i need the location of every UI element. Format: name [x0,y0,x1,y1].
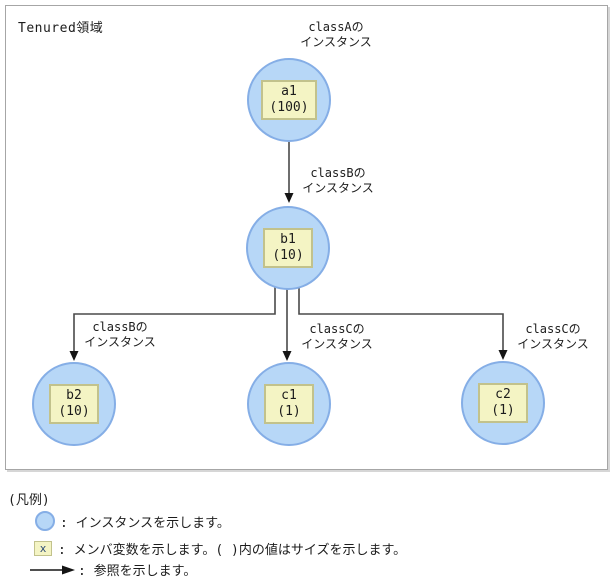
legend-title: (凡例) [8,493,50,508]
member-variable-name: b2 [66,388,82,403]
reference-arrow-b1-c1 [282,286,292,361]
member-variable-box-b1: b1 (10) [263,228,313,268]
class-label-line: classCの [525,322,581,336]
member-box-icon: x [28,541,58,556]
member-box-icon-letter: x [34,541,52,556]
member-variable-box-b2: b2 (10) [49,384,99,424]
member-variable-name: b1 [280,232,296,247]
instance-circle-icon [30,511,60,531]
class-label-line: classBの [310,166,366,180]
class-label-line: インスタンス [302,181,374,195]
tenured-area-label: Tenured領域 [18,21,104,36]
member-variable-box-a1: a1 (100) [261,80,317,120]
member-variable-box-c1: c1 (1) [264,384,314,424]
class-label-a1: classAの インスタンス [300,20,372,50]
member-variable-box-c2: c2 (1) [478,383,528,423]
member-variable-name: a1 [281,84,297,99]
class-label-line: インスタンス [300,35,372,49]
class-label-line: インスタンス [517,337,589,351]
class-label-line: インスタンス [301,337,373,351]
class-label-line: インスタンス [84,335,156,349]
class-label-line: classAの [308,20,364,34]
instance-node-c1: c1 (1) [247,362,331,446]
instance-node-b1: b1 (10) [246,206,330,290]
legend-item-reference: : 参照を示します。 [0,560,196,579]
class-label-line: classBの [92,320,148,334]
class-label-b2: classBの インスタンス [84,320,156,350]
class-label-c1: classCの インスタンス [301,322,373,352]
legend-item-label: : インスタンスを示します。 [60,515,230,531]
member-variable-size: (1) [277,404,301,419]
reference-arrow-b1-c2 [298,286,508,360]
legend-item-instance: : インスタンスを示します。 [0,511,230,531]
member-variable-name: c1 [281,388,297,403]
legend-item-label: : メンバ変数を示します。( )内の値はサイズを示します。 [58,543,407,558]
class-label-c2: classCの インスタンス [517,322,589,352]
legend-item-label: : 参照を示します。 [78,564,197,579]
member-variable-name: c2 [495,387,511,402]
class-label-b1: classBの インスタンス [302,166,374,196]
legend-item-member-variable: x : メンバ変数を示します。( )内の値はサイズを示します。 [0,539,406,558]
instance-node-b2: b2 (10) [32,362,116,446]
member-variable-size: (1) [491,403,515,418]
instance-node-a1: a1 (100) [247,58,331,142]
member-variable-size: (100) [269,100,309,115]
reference-arrow-a1-b1 [284,142,294,203]
instance-node-c2: c2 (1) [461,361,545,445]
reference-arrow-b1-b2 [69,286,276,361]
member-variable-size: (10) [58,404,90,419]
reference-arrow-icon [28,564,78,576]
member-variable-size: (10) [272,248,304,263]
class-label-line: classCの [309,322,365,336]
